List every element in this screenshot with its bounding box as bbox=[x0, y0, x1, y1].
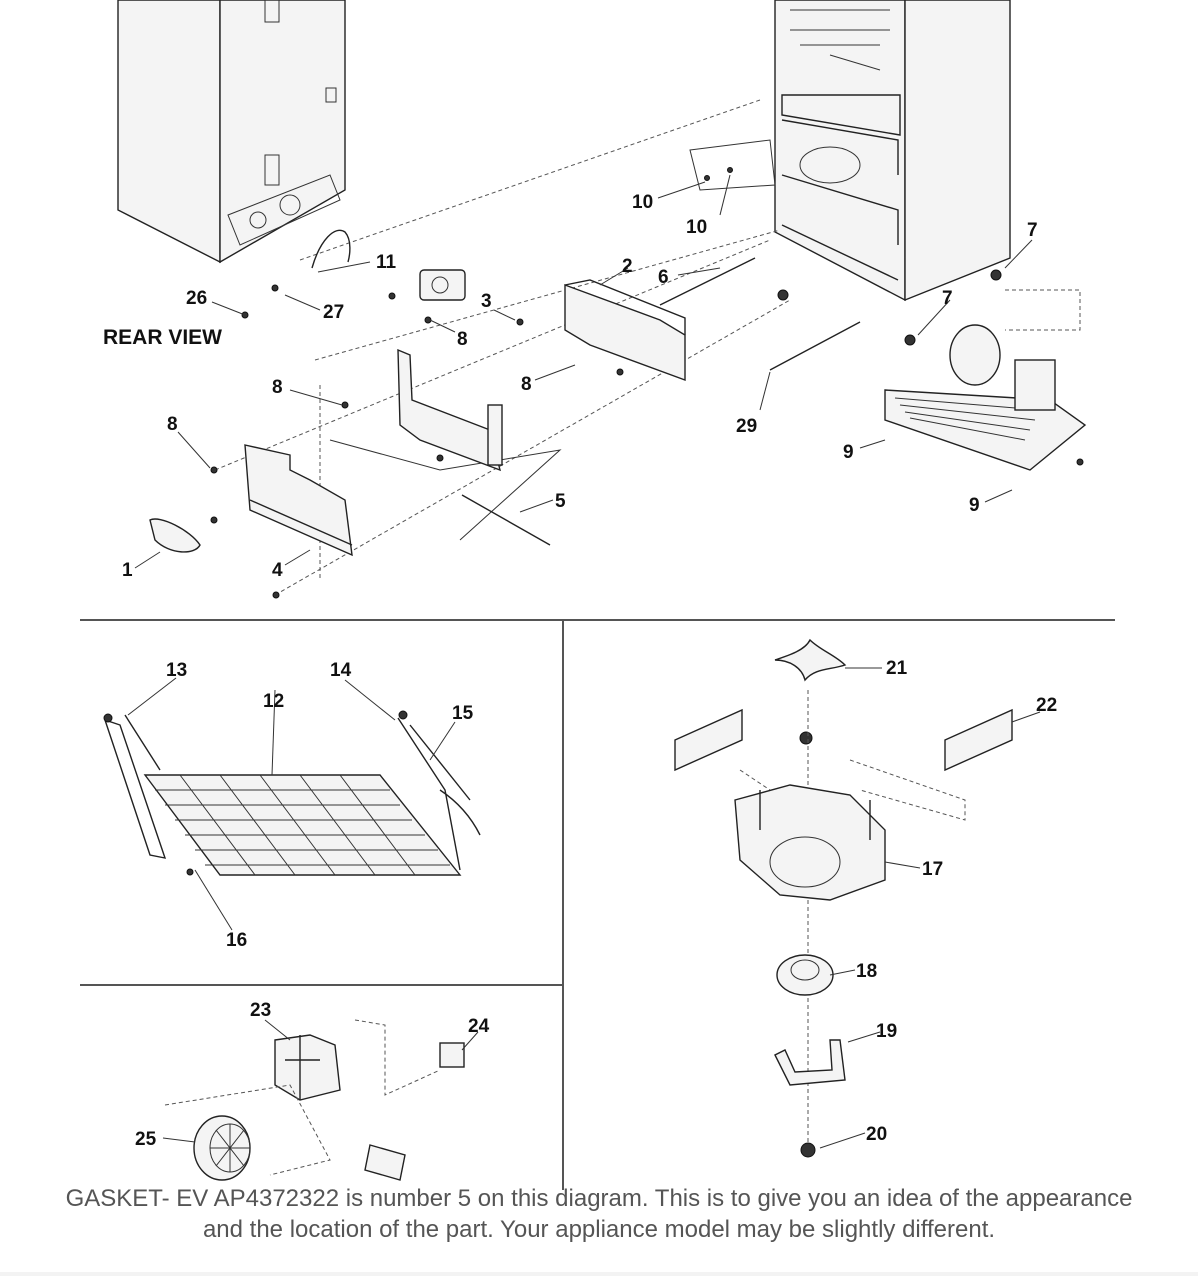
callout-17: 17 bbox=[922, 859, 943, 880]
parts-diagram: REAR VIEW 1 2 3 4 5 6 7 7 8 8 8 8 9 9 10… bbox=[80, 0, 1115, 1190]
part-shaft bbox=[364, 1144, 406, 1181]
callout-26: 26 bbox=[186, 288, 207, 309]
part-22-pads bbox=[674, 708, 1013, 772]
part-23-housing bbox=[274, 1034, 341, 1101]
callout-1: 1 bbox=[122, 560, 133, 581]
callout-8-b: 8 bbox=[167, 414, 178, 435]
part-18-motor bbox=[776, 954, 834, 996]
part-4-panel bbox=[244, 444, 353, 557]
callout-13: 13 bbox=[166, 660, 187, 681]
callout-3: 3 bbox=[481, 291, 492, 312]
callout-11: 11 bbox=[376, 252, 397, 273]
part-21-fan-blade bbox=[774, 638, 847, 682]
part-5-gasket bbox=[461, 494, 551, 546]
callout-29: 29 bbox=[736, 416, 757, 437]
rear-view-label: REAR VIEW bbox=[103, 326, 222, 349]
callout-25: 25 bbox=[135, 1129, 157, 1150]
caption: GASKET- EV AP4372322 is number 5 on this… bbox=[0, 1183, 1198, 1245]
compressor-assembly bbox=[884, 269, 1087, 471]
callout-8-d: 8 bbox=[457, 329, 468, 350]
callout-10-b: 10 bbox=[686, 217, 707, 238]
callout-4: 4 bbox=[272, 560, 283, 581]
callout-20: 20 bbox=[866, 1124, 887, 1145]
callout-24: 24 bbox=[468, 1016, 490, 1037]
part-11-tube bbox=[311, 229, 351, 269]
callout-9-a: 9 bbox=[843, 442, 854, 463]
callout-12: 12 bbox=[263, 691, 284, 712]
callout-8-c: 8 bbox=[521, 374, 532, 395]
callout-2: 2 bbox=[622, 256, 633, 277]
callout-22: 22 bbox=[1036, 695, 1057, 716]
hardware-screws bbox=[210, 167, 1084, 599]
part-19-bracket bbox=[774, 1039, 846, 1086]
front-cabinet-right bbox=[774, 0, 1011, 302]
part-29-rod bbox=[769, 321, 861, 371]
bottom-rule bbox=[0, 1272, 1198, 1276]
callout-21: 21 bbox=[886, 658, 908, 679]
callout-8-a: 8 bbox=[272, 377, 283, 398]
callout-14: 14 bbox=[330, 660, 352, 681]
callout-7-lower: 7 bbox=[942, 288, 953, 309]
rear-cabinet-left bbox=[117, 0, 346, 264]
caption-line-1: GASKET- EV AP4372322 is number 5 on this… bbox=[65, 1185, 1133, 1212]
part-25-motor bbox=[193, 1115, 251, 1181]
part-6-rod bbox=[659, 257, 756, 306]
evaporator-assembly bbox=[103, 710, 481, 876]
callout-27: 27 bbox=[323, 302, 344, 323]
caption-line-2: and the location of the part. Your appli… bbox=[202, 1216, 996, 1243]
part-2-bracket bbox=[564, 279, 686, 382]
callout-9-b: 9 bbox=[969, 495, 980, 516]
callout-18: 18 bbox=[856, 961, 877, 982]
top-leader-lines bbox=[214, 99, 1081, 596]
callout-15: 15 bbox=[452, 703, 474, 724]
callout-6: 6 bbox=[658, 267, 669, 288]
part-bracket-upper bbox=[397, 348, 503, 472]
callout-23: 23 bbox=[250, 1000, 271, 1021]
callout-7-upper: 7 bbox=[1027, 220, 1038, 241]
part-24-switch bbox=[439, 1042, 465, 1068]
part-valve bbox=[419, 269, 466, 301]
callout-19: 19 bbox=[876, 1021, 897, 1042]
callout-10-a: 10 bbox=[632, 192, 653, 213]
callout-5: 5 bbox=[555, 491, 566, 512]
part-1-knob bbox=[149, 518, 201, 553]
callout-leaders bbox=[127, 174, 1041, 1149]
part-17-shroud bbox=[734, 784, 886, 901]
callout-16: 16 bbox=[226, 930, 247, 951]
